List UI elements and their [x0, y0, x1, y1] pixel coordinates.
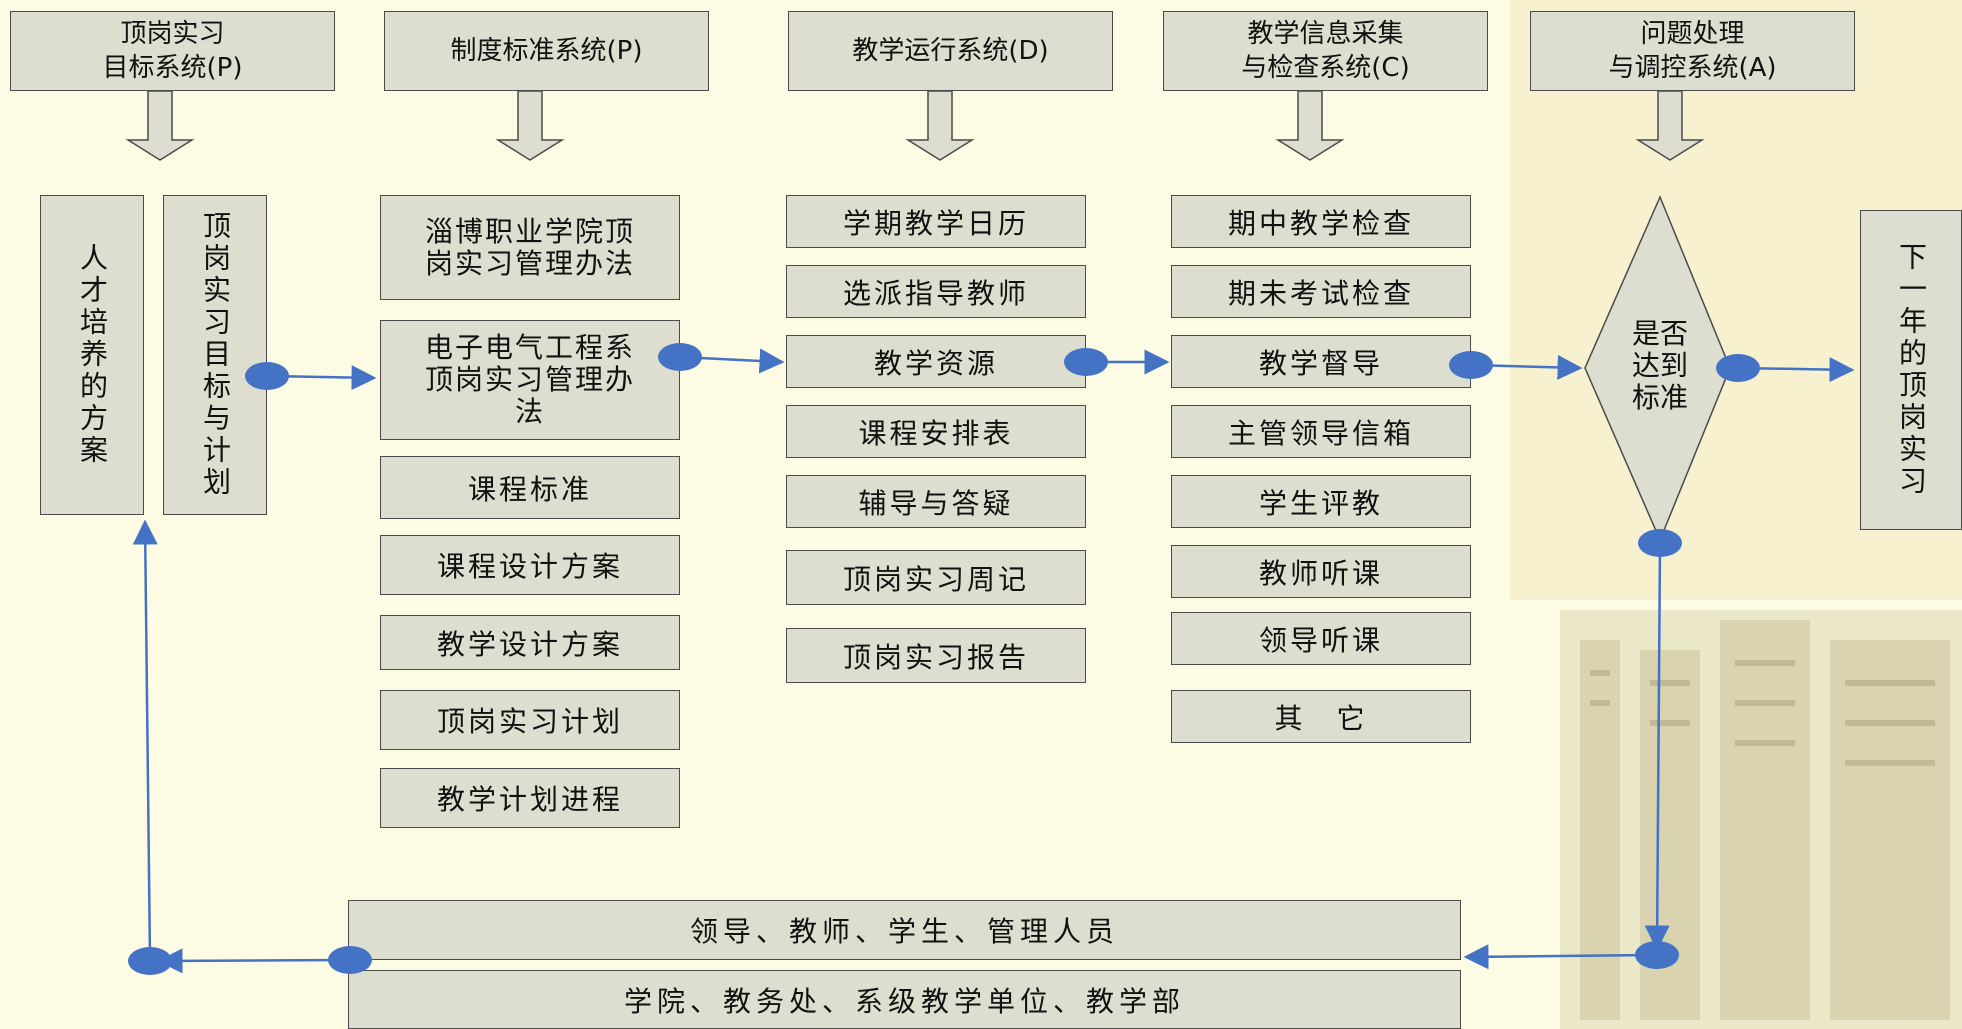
standard-item: 教学计划进程	[380, 768, 680, 828]
operation-item: 辅导与答疑	[786, 475, 1086, 528]
inspection-item: 领导听课	[1171, 612, 1471, 665]
standard-item: 课程标准	[380, 456, 680, 519]
goal-plan-box: 顶岗实习目标与计划	[163, 195, 267, 515]
units-bar: 学院、教务处、系级教学单位、教学部	[348, 970, 1461, 1029]
decision-label: 是否 达到 标准	[1631, 317, 1688, 414]
operation-item: 顶岗实习周记	[786, 550, 1086, 605]
header-adjustment-system: 问题处理 与调控系统(A)	[1530, 11, 1855, 91]
standard-item: 顶岗实习计划	[380, 690, 680, 750]
people-bar: 领导、教师、学生、管理人员	[348, 900, 1461, 960]
inspection-item: 主管领导信箱	[1171, 405, 1471, 458]
operation-item: 教学资源	[786, 335, 1086, 388]
header-operation-system: 教学运行系统(D)	[788, 11, 1113, 91]
operation-item: 顶岗实习报告	[786, 628, 1086, 683]
standard-item: 淄博职业学院顶 岗实习管理办法	[380, 195, 680, 300]
inspection-item: 期中教学检查	[1171, 195, 1471, 248]
inspection-item: 教师听课	[1171, 545, 1471, 598]
inspection-item: 其 它	[1171, 690, 1471, 743]
standard-item: 教学设计方案	[380, 615, 680, 670]
standard-item: 电子电气工程系 顶岗实习管理办 法	[380, 320, 680, 440]
talent-plan-box: 人才培养的方案	[40, 195, 144, 515]
inspection-item: 教学督导	[1171, 335, 1471, 388]
header-standards-system: 制度标准系统(P)	[384, 11, 709, 91]
header-target-system: 顶岗实习 目标系统(P)	[10, 11, 335, 91]
inspection-item: 期未考试检查	[1171, 265, 1471, 318]
next-year-box: 下一年的顶岗实习	[1860, 210, 1962, 530]
header-inspection-system: 教学信息采集 与检查系统(C)	[1163, 11, 1488, 91]
inspection-item: 学生评教	[1171, 475, 1471, 528]
operation-item: 课程安排表	[786, 405, 1086, 458]
operation-item: 学期教学日历	[786, 195, 1086, 248]
standard-item: 课程设计方案	[380, 535, 680, 595]
operation-item: 选派指导教师	[786, 265, 1086, 318]
